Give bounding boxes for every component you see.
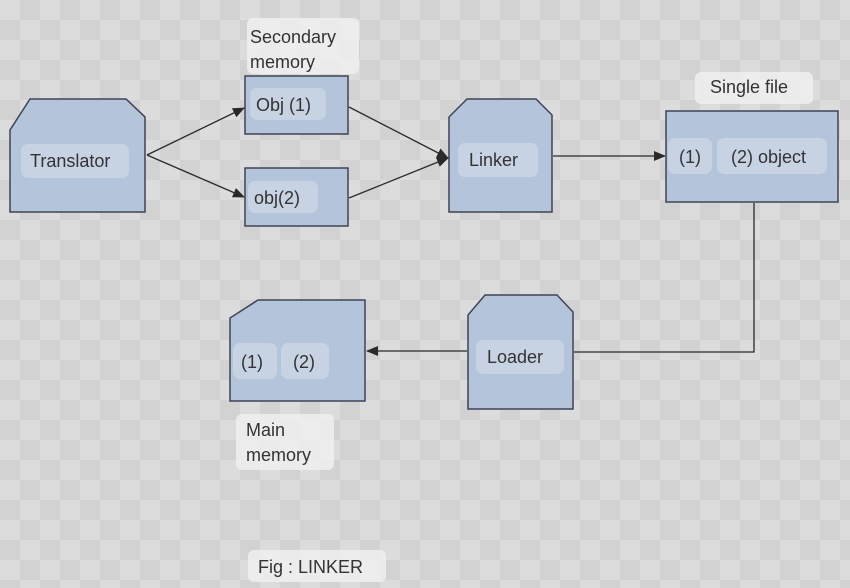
arrow-obj1-to-linker xyxy=(348,106,449,159)
obj2-label-bg xyxy=(248,181,318,213)
arrow-translator-to-obj1 xyxy=(146,107,245,156)
linker-label: Linker xyxy=(469,150,519,170)
main-memory-label-line2: memory xyxy=(246,445,312,465)
main-item2: (2) xyxy=(293,352,315,372)
linker-label-bg xyxy=(458,143,538,177)
single-file-item2-bg xyxy=(717,138,827,174)
main-memory-label-line1: Main xyxy=(246,420,286,440)
single-file-item1: (1) xyxy=(679,147,701,167)
single-file-label-bg xyxy=(695,72,813,104)
arrow-obj2-to-linker xyxy=(348,157,449,199)
obj2-label: obj(2) xyxy=(254,188,301,208)
figure-caption: Fig : LINKER xyxy=(258,557,364,577)
main-item1-bg xyxy=(233,343,277,379)
secondary-memory-label-line2: memory xyxy=(250,52,316,72)
secondary-memory-label-bg xyxy=(247,18,359,74)
main-item2-bg xyxy=(281,343,329,379)
single-file-item1-bg xyxy=(668,138,712,174)
translator-label-bg xyxy=(21,144,129,178)
connector-single-file-to-loader xyxy=(574,203,755,353)
main-item1: (1) xyxy=(241,352,263,372)
arrow-translator-to-obj2 xyxy=(146,154,245,198)
main-memory-label-bg xyxy=(236,414,334,470)
loader-label-bg xyxy=(476,340,564,374)
loader-label: Loader xyxy=(487,347,544,367)
single-file-label: Single file xyxy=(710,77,789,97)
secondary-memory-label-line1: Secondary xyxy=(250,27,337,47)
translator-label: Translator xyxy=(30,151,111,171)
obj1-label: Obj (1) xyxy=(256,95,312,115)
obj1-label-bg xyxy=(250,88,326,120)
single-file-item2: (2) object xyxy=(731,147,807,167)
caption-bg xyxy=(248,550,386,582)
